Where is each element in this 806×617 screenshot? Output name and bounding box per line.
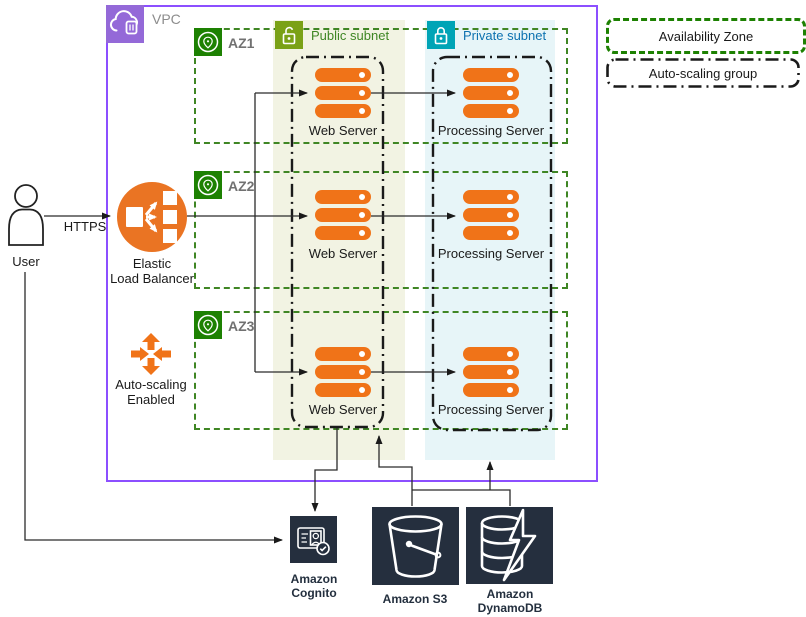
web-server-icon (315, 190, 371, 240)
server-bar (463, 104, 519, 118)
autoscaling-icon (129, 332, 173, 381)
legend-availability-zone: Availability Zone (606, 18, 806, 54)
legend-dashdot-border (606, 58, 800, 88)
dynamodb-label-line1: Amazon (486, 587, 534, 601)
vpc-boundary (106, 5, 598, 482)
az1-label: AZ1 (228, 35, 255, 51)
server-bar (463, 190, 519, 204)
server-bar (315, 383, 371, 397)
cognito-icon (290, 516, 337, 563)
server-bar (315, 226, 371, 240)
elastic-load-balancer-icon (117, 182, 187, 252)
server-bar (463, 365, 519, 379)
private-subnet-label: Private subnet (463, 28, 547, 43)
server-bar (315, 104, 371, 118)
processing-server-label: Processing Server (437, 402, 545, 417)
user-label: User (12, 254, 40, 269)
server-bar (463, 226, 519, 240)
az1-location-pin-icon (194, 28, 222, 56)
server-bar (463, 86, 519, 100)
user-icon (7, 183, 45, 252)
cognito-label: Amazon Cognito (268, 572, 360, 600)
dynamodb-label: Amazon DynamoDB (459, 587, 561, 615)
server-bar (463, 208, 519, 222)
public-subnet-lock-open-icon (275, 21, 303, 49)
s3-bucket-icon (372, 507, 459, 585)
processing-server-label: Processing Server (437, 123, 545, 138)
az3-label: AZ3 (228, 318, 255, 334)
legend-autoscaling-group: Auto-scaling group (606, 58, 800, 88)
server-bar (315, 190, 371, 204)
vpc-label: VPC (152, 11, 181, 27)
legend-autoscaling-group-label: Auto-scaling group (648, 65, 758, 81)
web-server-icon (315, 347, 371, 397)
vpc-cloud-icon (106, 5, 144, 43)
elb-label-line1: Elastic (132, 256, 172, 271)
dynamodb-icon (466, 507, 553, 584)
processing-server-label: Processing Server (437, 246, 545, 261)
server-bar (315, 208, 371, 222)
processing-server-icon (463, 190, 519, 240)
server-bar (463, 347, 519, 361)
server-bar (463, 68, 519, 82)
legend-availability-zone-label: Availability Zone (658, 28, 754, 44)
web-server-label: Web Server (308, 246, 378, 261)
az3-location-pin-icon (194, 311, 222, 339)
s3-label: Amazon S3 (382, 592, 448, 606)
cognito-label-line2: Cognito (291, 586, 337, 600)
server-bar (463, 383, 519, 397)
server-bar (315, 347, 371, 361)
dynamodb-label-line2: DynamoDB (477, 601, 543, 615)
public-subnet-label: Public subnet (311, 28, 390, 43)
cognito-label-line1: Amazon (290, 572, 338, 586)
web-server-label: Web Server (308, 123, 378, 138)
processing-server-icon (463, 68, 519, 118)
web-server-icon (315, 68, 371, 118)
az2-location-pin-icon (194, 171, 222, 199)
private-subnet-lock-icon (427, 21, 455, 49)
processing-server-icon (463, 347, 519, 397)
server-bar (315, 365, 371, 379)
server-bar (315, 86, 371, 100)
az2-label: AZ2 (228, 178, 255, 194)
https-label: HTTPS (63, 219, 107, 234)
server-bar (315, 68, 371, 82)
web-server-label: Web Server (308, 402, 378, 417)
